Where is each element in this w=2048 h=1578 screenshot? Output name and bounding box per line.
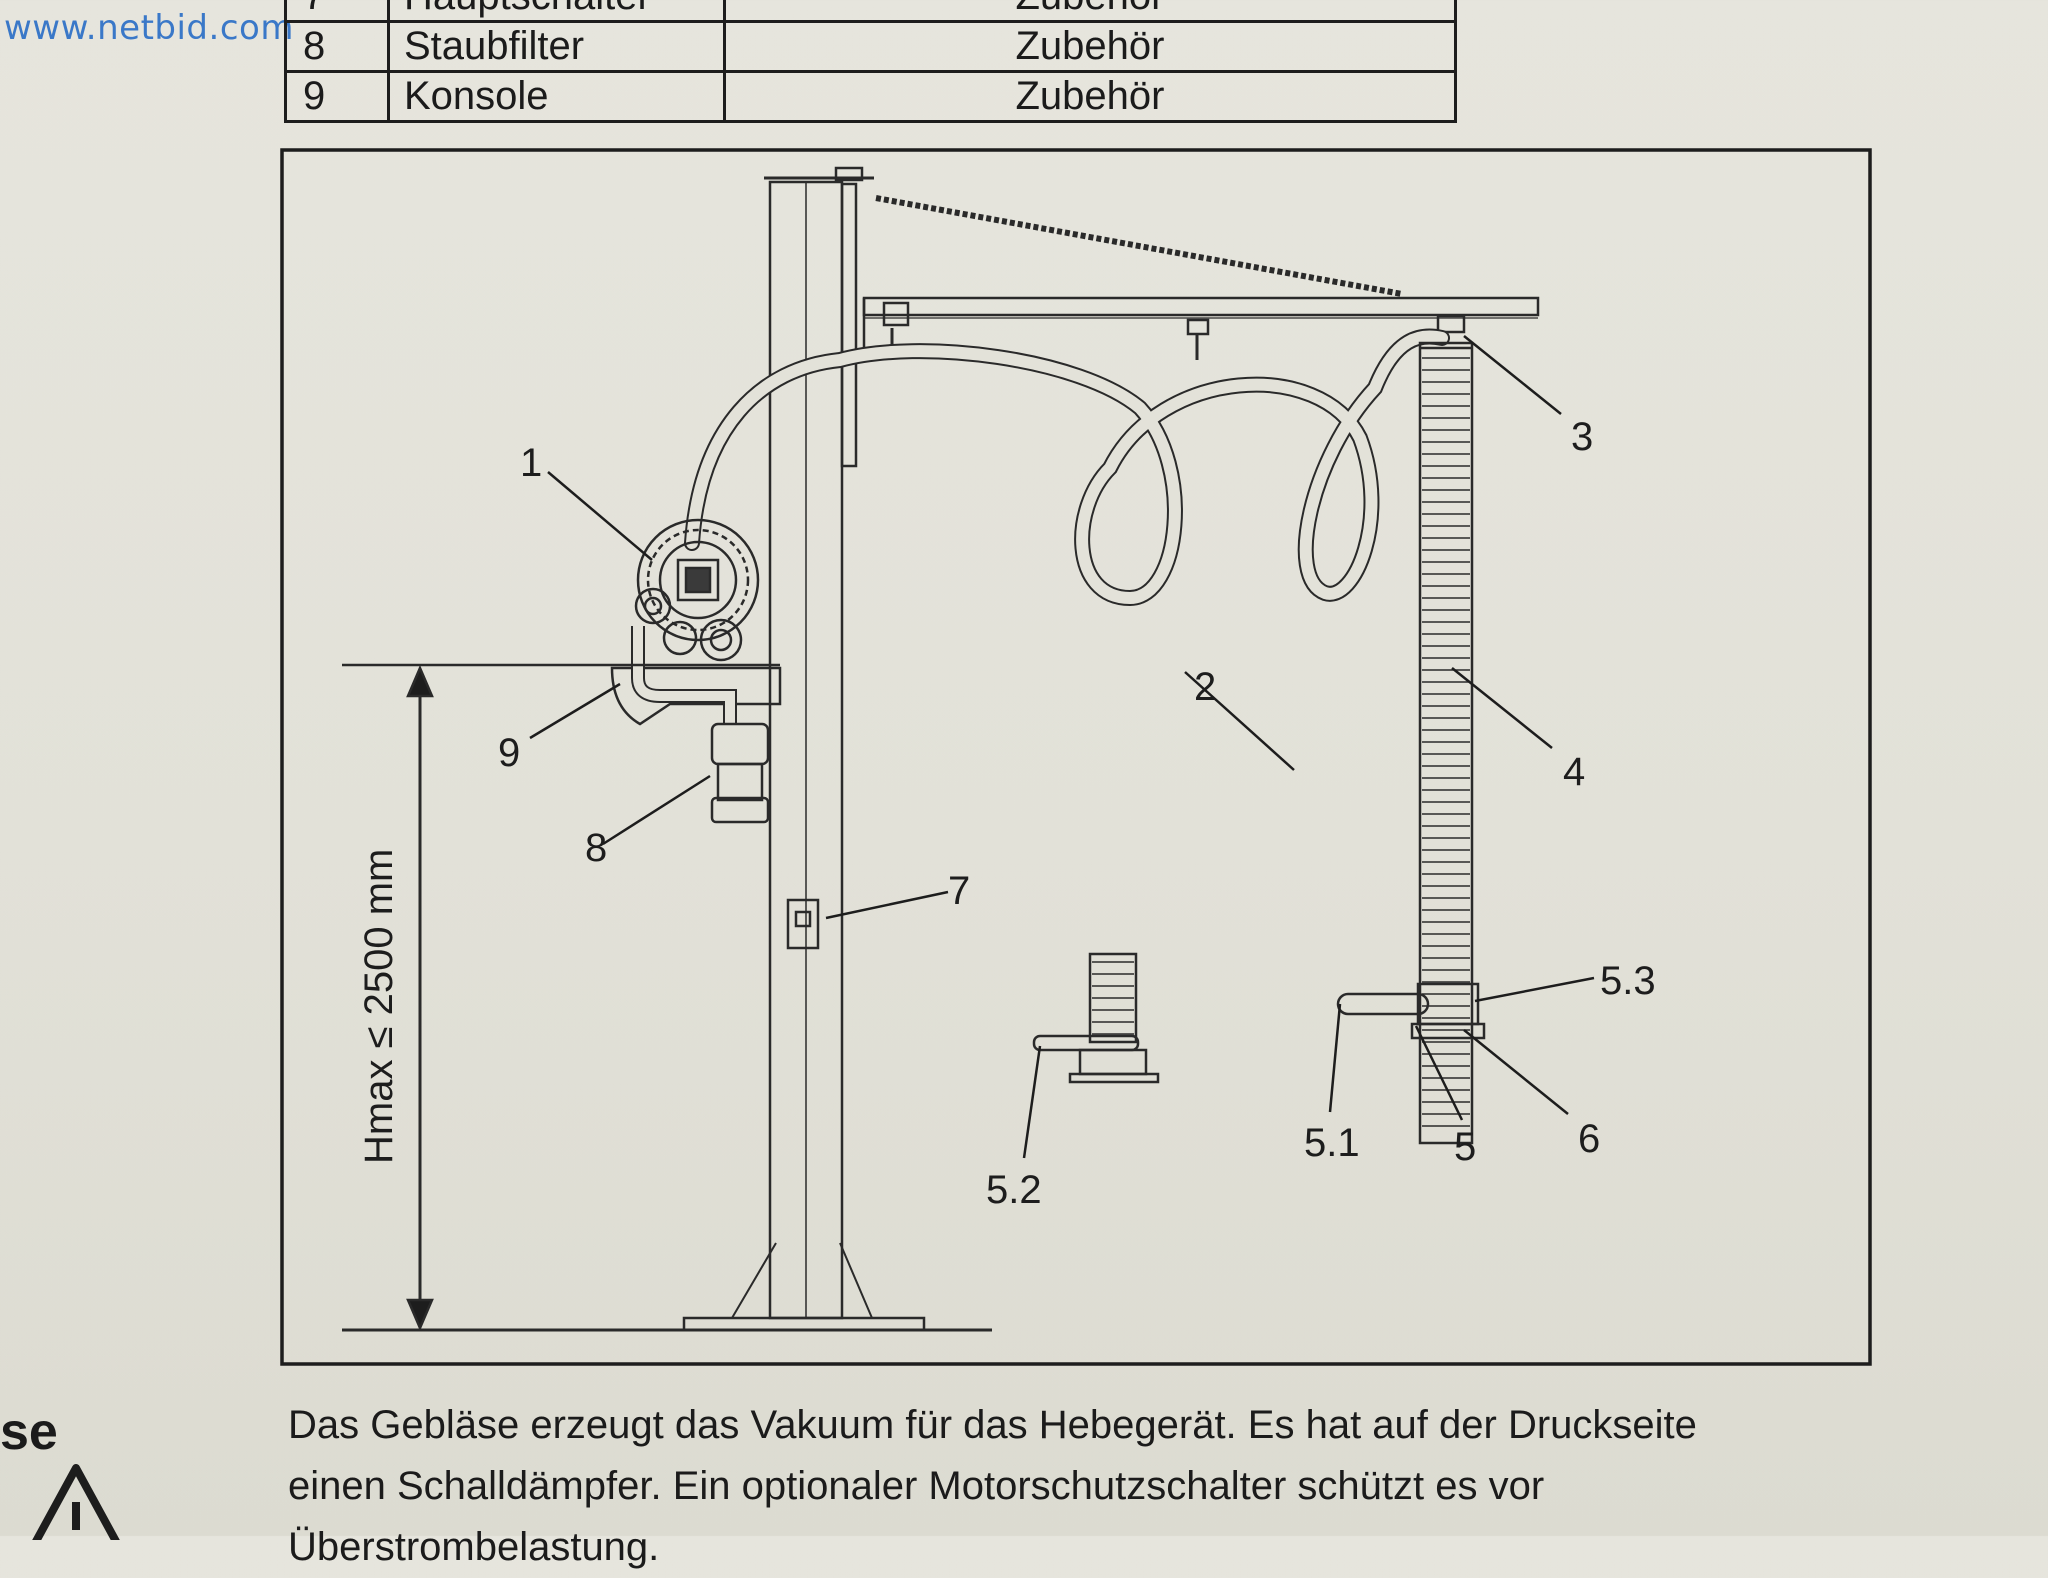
callout-5-3: 5.3 (1600, 959, 1656, 1003)
blower (634, 518, 760, 662)
base-plate (682, 1316, 926, 1332)
warning-triangle-icon (20, 1460, 130, 1560)
callout-4: 4 (1563, 750, 1585, 794)
figure-frame (280, 148, 1872, 1366)
table-row: 7 Hauptschalter Zubehör (284, 0, 1457, 23)
table-row: 9 Konsole Zubehör (284, 70, 1457, 123)
part-number: 9 (284, 70, 390, 123)
callout-1: 1 (520, 441, 542, 485)
callout-5: 5 (1454, 1125, 1476, 1169)
part-name: Staubfilter (387, 20, 726, 73)
callout-6: 6 (1578, 1117, 1600, 1161)
parts-table: 7 Hauptschalter Zubehör 8 Staubfilter Zu… (284, 0, 1457, 123)
part-number: 7 (284, 0, 390, 23)
callout-7: 7 (948, 869, 970, 913)
callout-5-1: 5.1 (1304, 1121, 1360, 1165)
part-category: Zubehör (723, 70, 1457, 123)
watermark: www.netbid.com (4, 8, 294, 48)
part-name: Konsole (387, 70, 726, 123)
callout-8: 8 (585, 826, 607, 870)
body-line: einen Schalldämpfer. Ein optionaler Moto… (288, 1464, 1545, 1508)
body-line: Überstrombelastung. (288, 1525, 660, 1569)
part-name: Hauptschalter (387, 0, 726, 23)
part-number: 8 (284, 20, 390, 73)
callout-3: 3 (1571, 415, 1593, 459)
tension-rod (875, 195, 1403, 297)
height-label: Hmax ≤ 2500 mm (357, 849, 401, 1164)
callout-9: 9 (498, 731, 520, 775)
suction-foot (1410, 1022, 1486, 1040)
part-category: Zubehör (723, 20, 1457, 73)
operating-handle (1336, 992, 1430, 1016)
lifting-tube (1418, 341, 1474, 1145)
jib-arm (862, 296, 1540, 317)
technical-drawing: 1 2 3 4 9 8 7 5.3 5.1 5 6 5.2 Hmax ≤ 250… (280, 148, 1872, 1366)
part-category: Zubehör (723, 0, 1457, 23)
callout-2: 2 (1194, 665, 1216, 709)
body-text: Das Gebläse erzeugt das Vakuum für das H… (288, 1395, 1988, 1578)
callout-5-2: 5.2 (986, 1168, 1042, 1212)
side-heading-fragment: se (0, 1403, 58, 1461)
table-row: 8 Staubfilter Zubehör (284, 20, 1457, 73)
dust-filter (710, 722, 770, 766)
main-switch (786, 898, 820, 950)
body-line: Das Gebläse erzeugt das Vakuum für das H… (288, 1403, 1697, 1447)
